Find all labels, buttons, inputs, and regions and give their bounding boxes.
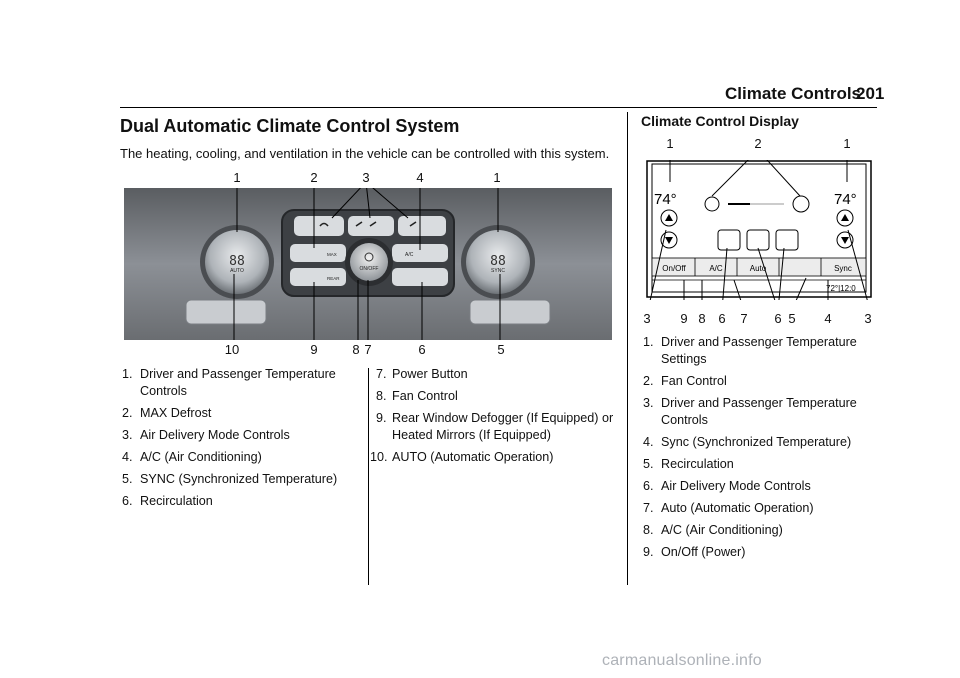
svg-text:72°|12:0: 72°|12:0	[826, 284, 856, 293]
list-item: 3.Driver and Passenger Temperature Contr…	[643, 396, 857, 427]
display-callout-6-left: 6	[718, 311, 726, 326]
list-item: 5.SYNC (Synchronized Temperature)	[122, 472, 338, 486]
list-item: 9.On/Off (Power)	[643, 545, 746, 559]
display-callout-2: 2	[754, 136, 762, 151]
panel-legend-list-1: 1.Driver and Passenger Temperature Contr…	[122, 366, 354, 515]
svg-text:88: 88	[229, 254, 245, 269]
panel-callout-9: 9	[310, 342, 318, 357]
list-item: 8.A/C (Air Conditioning)	[643, 523, 783, 537]
svg-text:88: 88	[490, 254, 506, 269]
panel-callout-2: 2	[310, 170, 318, 185]
svg-text:On/Off: On/Off	[662, 264, 686, 273]
column-divider-right	[627, 112, 628, 585]
list-item: 1.Driver and Passenger Temperature Contr…	[122, 367, 336, 398]
svg-text:SYNC: SYNC	[491, 268, 505, 274]
display-section-title: Climate Control Display	[641, 113, 799, 129]
svg-text:Auto: Auto	[750, 264, 767, 273]
list-item: 6.Recirculation	[122, 494, 213, 508]
svg-text:74°: 74°	[654, 191, 677, 208]
list-item: 2.Fan Control	[643, 374, 727, 388]
panel-callout-8: 8	[352, 342, 360, 357]
list-item: 1.Driver and Passenger Temperature Setti…	[643, 335, 857, 366]
display-callout-7: 7	[740, 311, 748, 326]
panel-callout-4: 4	[416, 170, 424, 185]
display-callout-3-right: 3	[864, 311, 872, 326]
list-item: 4.Sync (Synchronized Temperature)	[643, 435, 852, 449]
svg-text:AUTO: AUTO	[230, 268, 244, 274]
page-header-title: Climate Controls	[725, 84, 862, 103]
svg-text:A/C: A/C	[709, 264, 723, 273]
display-screen-image: 74° 74° On/Off A/C Auto Sync 72°|12:0	[646, 160, 872, 300]
display-callout-8: 8	[698, 311, 706, 326]
list-item: 7.Power Button	[376, 367, 468, 381]
watermark[interactable]: carmanualsonline.info	[602, 652, 762, 669]
panel-callout-1-right: 1	[493, 170, 501, 185]
page-number: 201	[856, 84, 885, 103]
panel-legend-list-2: 7.Power Button 8.Fan Control 9.Rear Wind…	[370, 366, 618, 471]
section-title: Dual Automatic Climate Control System	[120, 116, 460, 136]
svg-text:ON/OFF: ON/OFF	[360, 266, 379, 272]
display-callout-9: 9	[680, 311, 688, 326]
list-item: 5.Recirculation	[643, 457, 734, 471]
list-item: 4.A/C (Air Conditioning)	[122, 450, 262, 464]
panel-callout-6: 6	[418, 342, 426, 357]
display-callout-1-right: 1	[843, 136, 851, 151]
section-intro: The heating, cooling, and ventilation in…	[120, 146, 610, 161]
column-divider-left	[368, 368, 369, 585]
svg-text:Sync: Sync	[834, 264, 852, 273]
display-callout-6-right: 6	[774, 311, 782, 326]
list-item: 3.Air Delivery Mode Controls	[122, 428, 290, 442]
display-callout-5: 5	[788, 311, 796, 326]
panel-callout-1-left: 1	[233, 170, 241, 185]
display-callout-4: 4	[824, 311, 832, 326]
svg-text:74°: 74°	[834, 191, 857, 208]
header-rule	[120, 107, 877, 108]
list-item: 10.AUTO (Automatic Operation)	[370, 450, 554, 464]
climate-panel-image: ON/OFF MAX REAR A/C 88 AUTO 88 SYNC	[124, 188, 612, 340]
list-item: 2.MAX Defrost	[122, 406, 212, 420]
svg-text:MAX: MAX	[327, 252, 337, 257]
display-callout-1-left: 1	[666, 136, 674, 151]
list-item: 8.Fan Control	[376, 389, 458, 403]
panel-callout-3: 3	[362, 170, 370, 185]
panel-callout-10: 10	[224, 342, 240, 357]
panel-callout-7: 7	[364, 342, 372, 357]
display-callout-3-left: 3	[643, 311, 651, 326]
display-legend-list: 1.Driver and Passenger Temperature Setti…	[643, 334, 875, 566]
svg-text:A/C: A/C	[405, 252, 414, 258]
list-item: 6.Air Delivery Mode Controls	[643, 479, 811, 493]
list-item: 7.Auto (Automatic Operation)	[643, 501, 814, 515]
list-item: 9.Rear Window Defogger (If Equipped) or …	[376, 411, 614, 442]
svg-text:REAR: REAR	[327, 276, 340, 281]
panel-callout-5: 5	[497, 342, 505, 357]
